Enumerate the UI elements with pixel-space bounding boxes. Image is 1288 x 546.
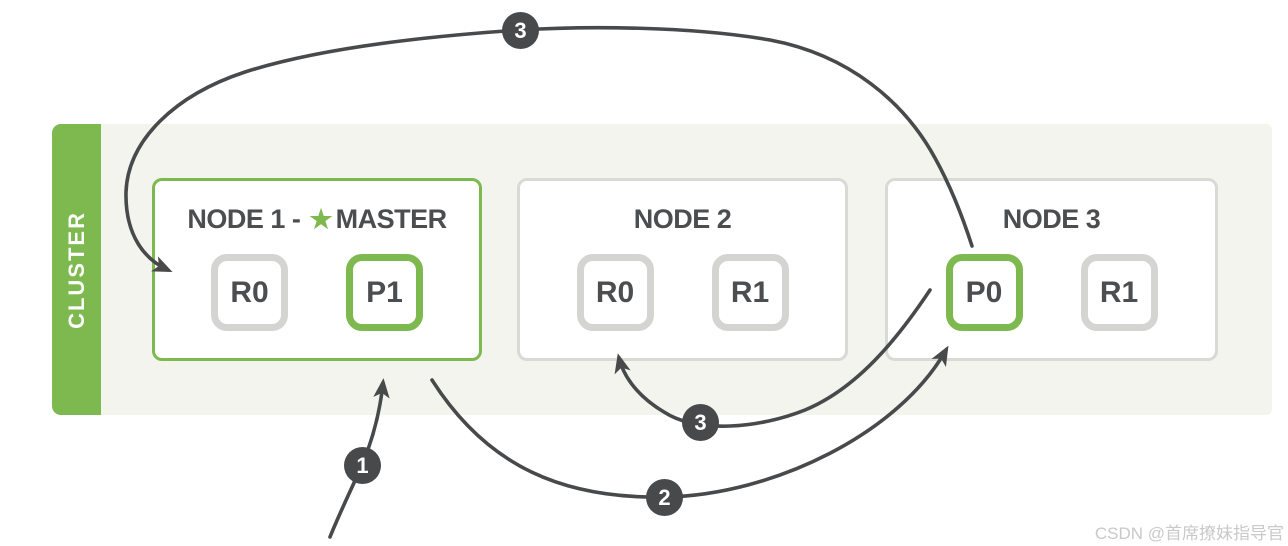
- shard-label: R1: [730, 275, 770, 309]
- shard-label: P1: [366, 275, 403, 309]
- cluster-label: CLUSTER: [63, 210, 89, 329]
- step-badge-3-top: 3: [502, 12, 539, 49]
- step-badge-1: 1: [344, 447, 381, 484]
- node-2-title-text: NODE 2: [633, 203, 732, 234]
- master-label: MASTER: [335, 203, 448, 234]
- step-badge-2: 2: [646, 479, 683, 516]
- node-1-title-text: NODE 1 -: [187, 203, 301, 234]
- shard-r0-node1: R0: [211, 254, 288, 331]
- shard-r0-node2: R0: [576, 254, 654, 331]
- shard-label: R0: [230, 275, 269, 309]
- step-badge-label: 3: [694, 409, 707, 435]
- node-1-title: NODE 1 - ★ MASTER: [187, 203, 448, 235]
- step-badge-label: 2: [658, 484, 671, 510]
- node-3-title-text: NODE 3: [1002, 203, 1101, 234]
- shard-p1-node1: P1: [346, 254, 423, 331]
- shard-r1-node3: R1: [1080, 254, 1158, 331]
- node-1: NODE 1 - ★ MASTER R0 P1: [152, 178, 482, 361]
- step-badge-label: 3: [514, 17, 527, 43]
- node-2-title: NODE 2: [634, 203, 732, 235]
- master-star-icon: ★: [309, 203, 333, 234]
- node-2: NODE 2 R0 R1: [517, 178, 848, 361]
- cluster-label-tab: CLUSTER: [52, 124, 101, 415]
- shard-label: R1: [1099, 275, 1139, 309]
- node-3-title: NODE 3: [1003, 203, 1101, 235]
- step-badge-3-bottom: 3: [682, 404, 719, 441]
- node-2-shards: R0 R1: [576, 254, 789, 331]
- watermark: CSDN @首席撩妹指导官: [1094, 524, 1284, 543]
- node-3: NODE 3 P0 R1: [885, 178, 1218, 361]
- shard-label: P0: [965, 275, 1003, 309]
- shard-label: R0: [595, 275, 635, 309]
- shard-p0-node3: P0: [945, 254, 1023, 331]
- node-1-shards: R0 P1: [211, 254, 423, 331]
- node-3-shards: P0 R1: [945, 254, 1158, 331]
- shard-r1-node2: R1: [711, 254, 789, 331]
- step-badge-label: 1: [356, 452, 369, 478]
